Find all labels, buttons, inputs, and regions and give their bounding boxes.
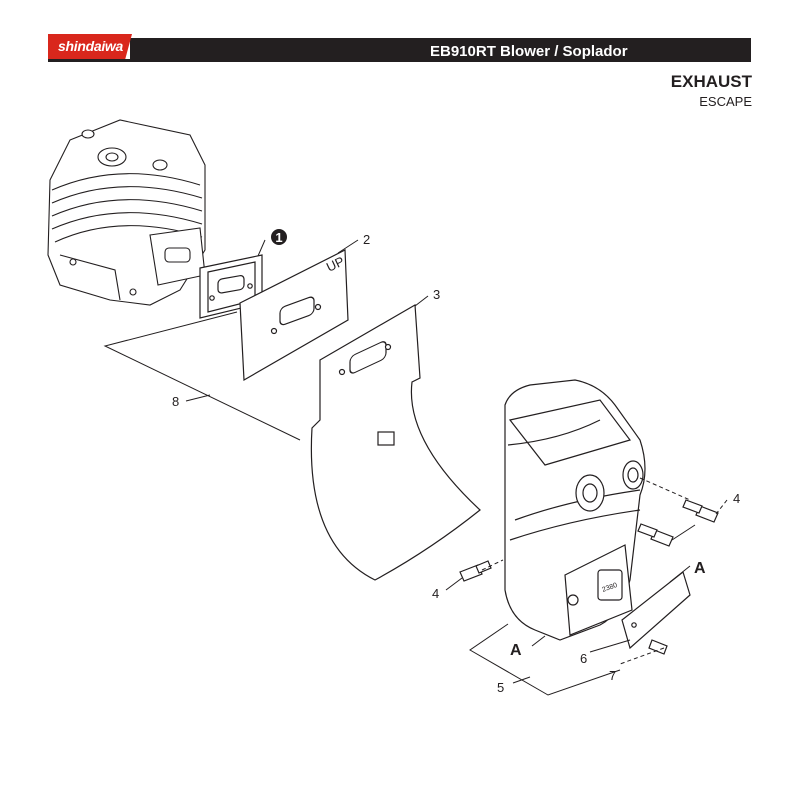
callout-a-left: A <box>510 642 522 659</box>
plate-up-mark: UP <box>324 253 347 274</box>
callout-4-left: 4 <box>432 586 439 601</box>
callout-6: 6 <box>580 651 587 666</box>
part-6-plate <box>621 570 691 650</box>
callout-1-number: 1 <box>275 230 282 245</box>
callout-7: 7 <box>609 668 616 683</box>
brand-logo: shindaiwa <box>48 34 132 59</box>
callout-2: 2 <box>363 232 370 247</box>
bolt-part-4-lower <box>459 560 492 582</box>
callout-3: 3 <box>433 287 440 302</box>
section-title: EXHAUST <box>670 72 752 91</box>
callout-1: 1 <box>271 229 287 245</box>
part-2-insulator-plate: UP <box>239 249 349 382</box>
muffler-illustration: 2380 <box>504 379 646 641</box>
callout-5: 5 <box>497 680 504 695</box>
cylinder-illustration <box>47 119 206 306</box>
header-rule <box>48 59 751 62</box>
leader-lines <box>103 239 728 696</box>
brand-logo-text: shindaiwa <box>58 38 123 54</box>
header-bar: EB910RT Blower / Soplador <box>130 38 751 60</box>
muffler-label-mark: 2380 <box>601 582 618 594</box>
page-header: EB910RT Blower / Soplador shindaiwa <box>48 34 751 62</box>
bolt-part-7 <box>648 639 668 655</box>
callout-8: 8 <box>172 394 179 409</box>
callout-a-right: A <box>694 560 706 577</box>
model-title: EB910RT Blower / Soplador <box>430 43 628 60</box>
callout-4-right: 4 <box>733 491 740 506</box>
bolt-part-4-middle <box>637 523 674 547</box>
bolt-part-4-upper <box>682 499 719 523</box>
section-subtitle: ESCAPE <box>699 94 752 109</box>
part-3-exhaust-guard <box>310 303 481 581</box>
